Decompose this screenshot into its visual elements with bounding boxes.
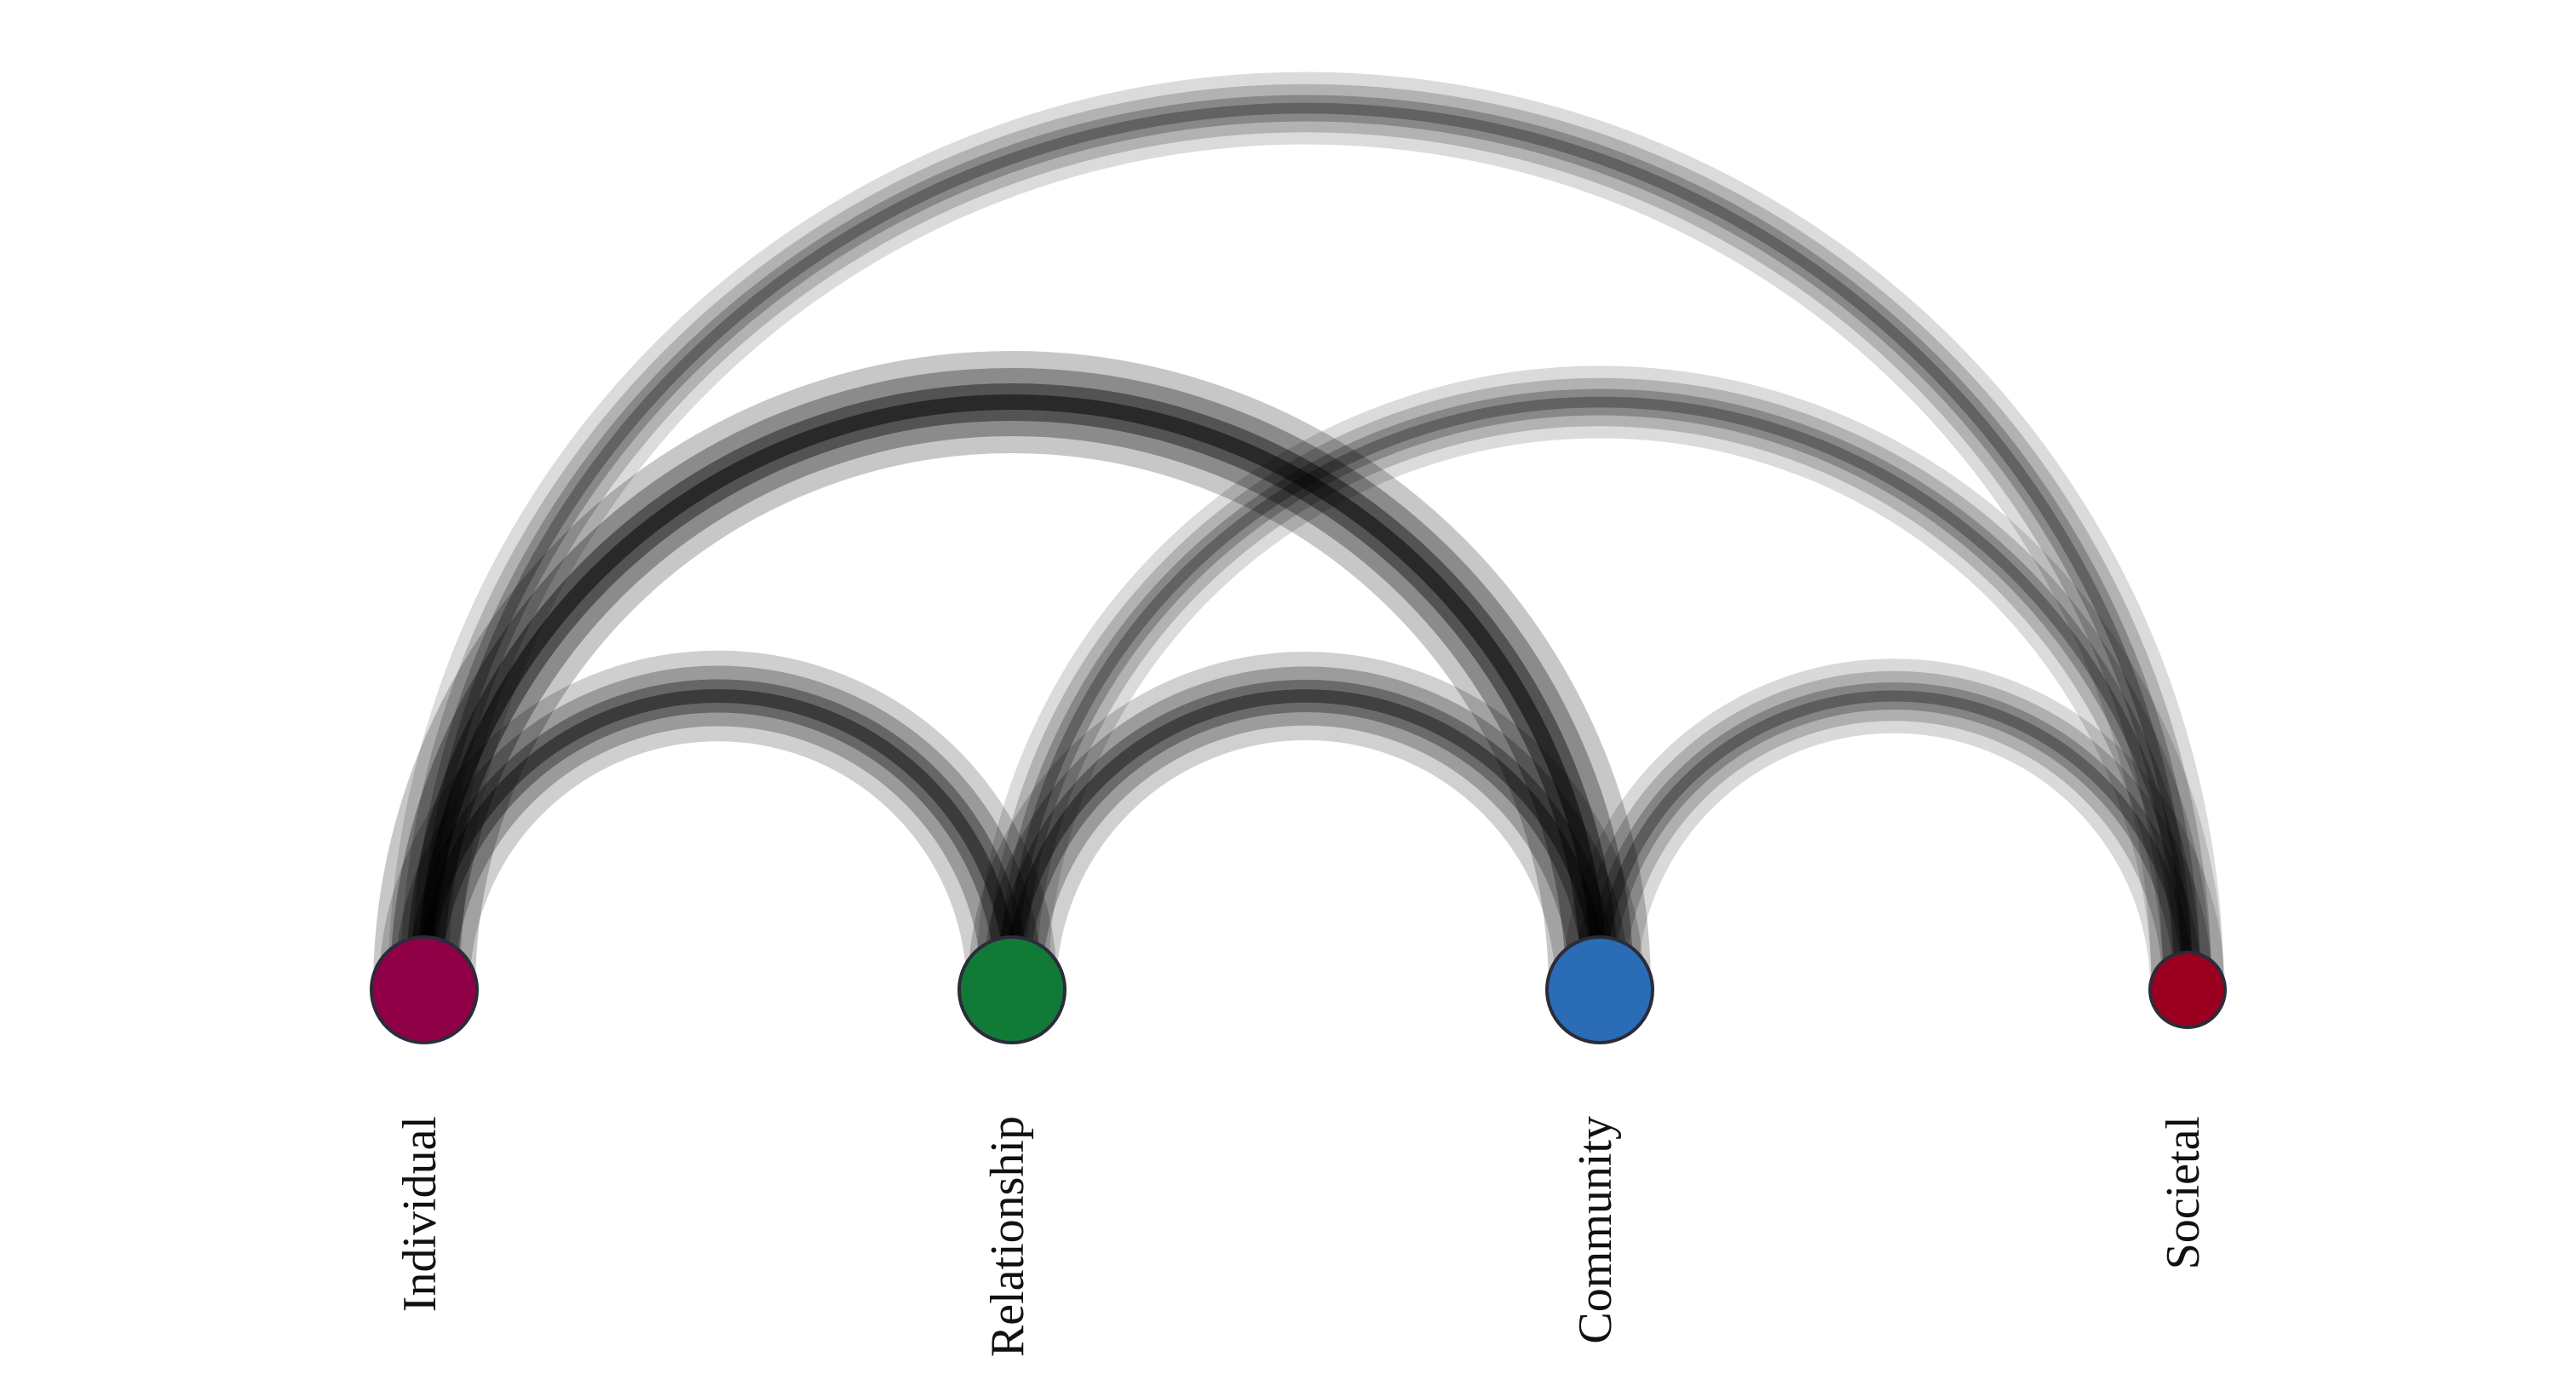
edge-individual-relationship <box>378 650 1058 991</box>
edges-layer <box>373 72 2225 991</box>
node-individual <box>370 935 479 1044</box>
nodes-layer <box>370 935 2227 1044</box>
node-label-community: Community <box>1569 1116 1622 1344</box>
edge-community-societal <box>1562 658 2225 991</box>
edge-individual-community <box>373 351 1651 991</box>
node-label-relationship: Relationship <box>981 1116 1034 1357</box>
node-label-societal: Societal <box>2157 1116 2210 1269</box>
labels-layer: Individual Relationship Community Societal <box>394 1116 2210 1357</box>
edge-relationship-societal <box>975 365 2224 991</box>
node-label-individual: Individual <box>394 1116 446 1312</box>
node-relationship <box>957 935 1067 1044</box>
edge-relationship-community <box>968 652 1644 991</box>
edge-individual-societal <box>388 72 2224 991</box>
node-societal <box>2148 951 2227 1029</box>
node-community <box>1545 935 1654 1044</box>
